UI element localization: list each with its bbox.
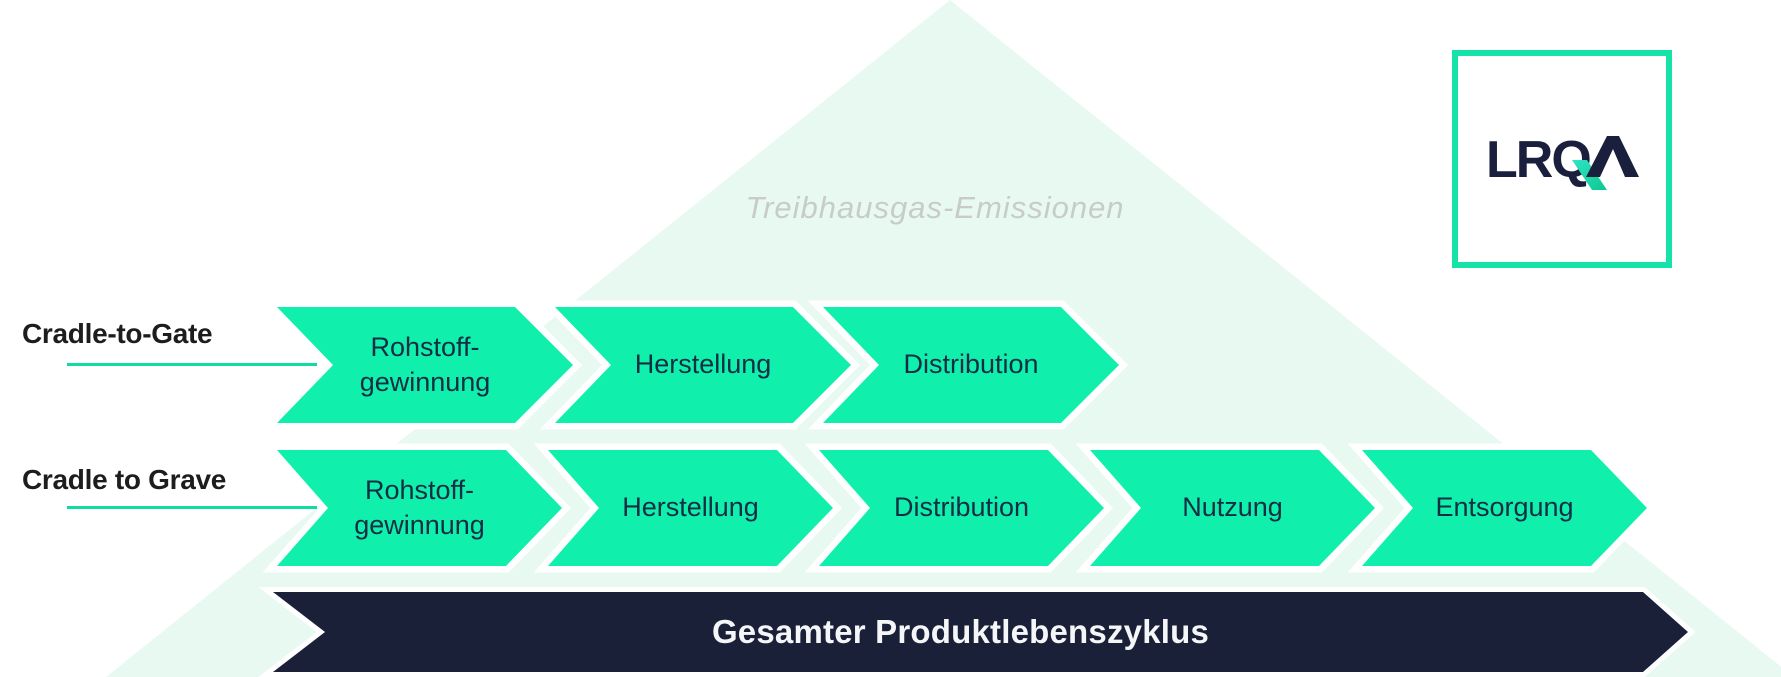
stage-arrow: Rohstoff-gewinnung <box>262 443 572 573</box>
stage-label: Herstellung <box>634 349 772 380</box>
emissions-watermark-text: Treibhausgas-Emissionen <box>745 190 1125 225</box>
row-underline <box>67 506 317 509</box>
stage-label: Rohstoff-gewinnung <box>359 331 491 397</box>
stage-arrow: Distribution <box>807 300 1129 430</box>
row-label-cradle-to-gate: Cradle-to-Gate <box>22 318 213 349</box>
stage-arrow: Herstellung <box>533 443 843 573</box>
stage-arrow: Rohstoff-gewinnung <box>261 300 583 430</box>
stage-arrow: Herstellung <box>539 300 861 430</box>
stage-label: Distribution <box>893 492 1030 523</box>
stage-label: Distribution <box>903 349 1039 380</box>
stage-label: Rohstoff-gewinnung <box>354 474 485 540</box>
logo-a-caret <box>1586 136 1639 177</box>
stage-label: Nutzung <box>1182 492 1283 523</box>
stage-label: Entsorgung <box>1435 492 1574 523</box>
stage-arrow: Entsorgung <box>1347 443 1657 573</box>
lrqa-logo: LRQ <box>1452 50 1672 268</box>
total-lifecycle-label: Gesamter Produktlebenszyklus <box>711 613 1210 650</box>
lrqa-logo-icon: LRQ <box>1486 131 1639 190</box>
stage-arrow: Distribution <box>804 443 1114 573</box>
row-label-cradle-to-grave: Cradle to Grave <box>22 464 227 495</box>
stage-arrow: Nutzung <box>1075 443 1385 573</box>
row-underline <box>67 363 317 366</box>
total-lifecycle-banner: Gesamter Produktlebenszyklus <box>258 587 1696 677</box>
stage-label: Herstellung <box>622 492 759 523</box>
